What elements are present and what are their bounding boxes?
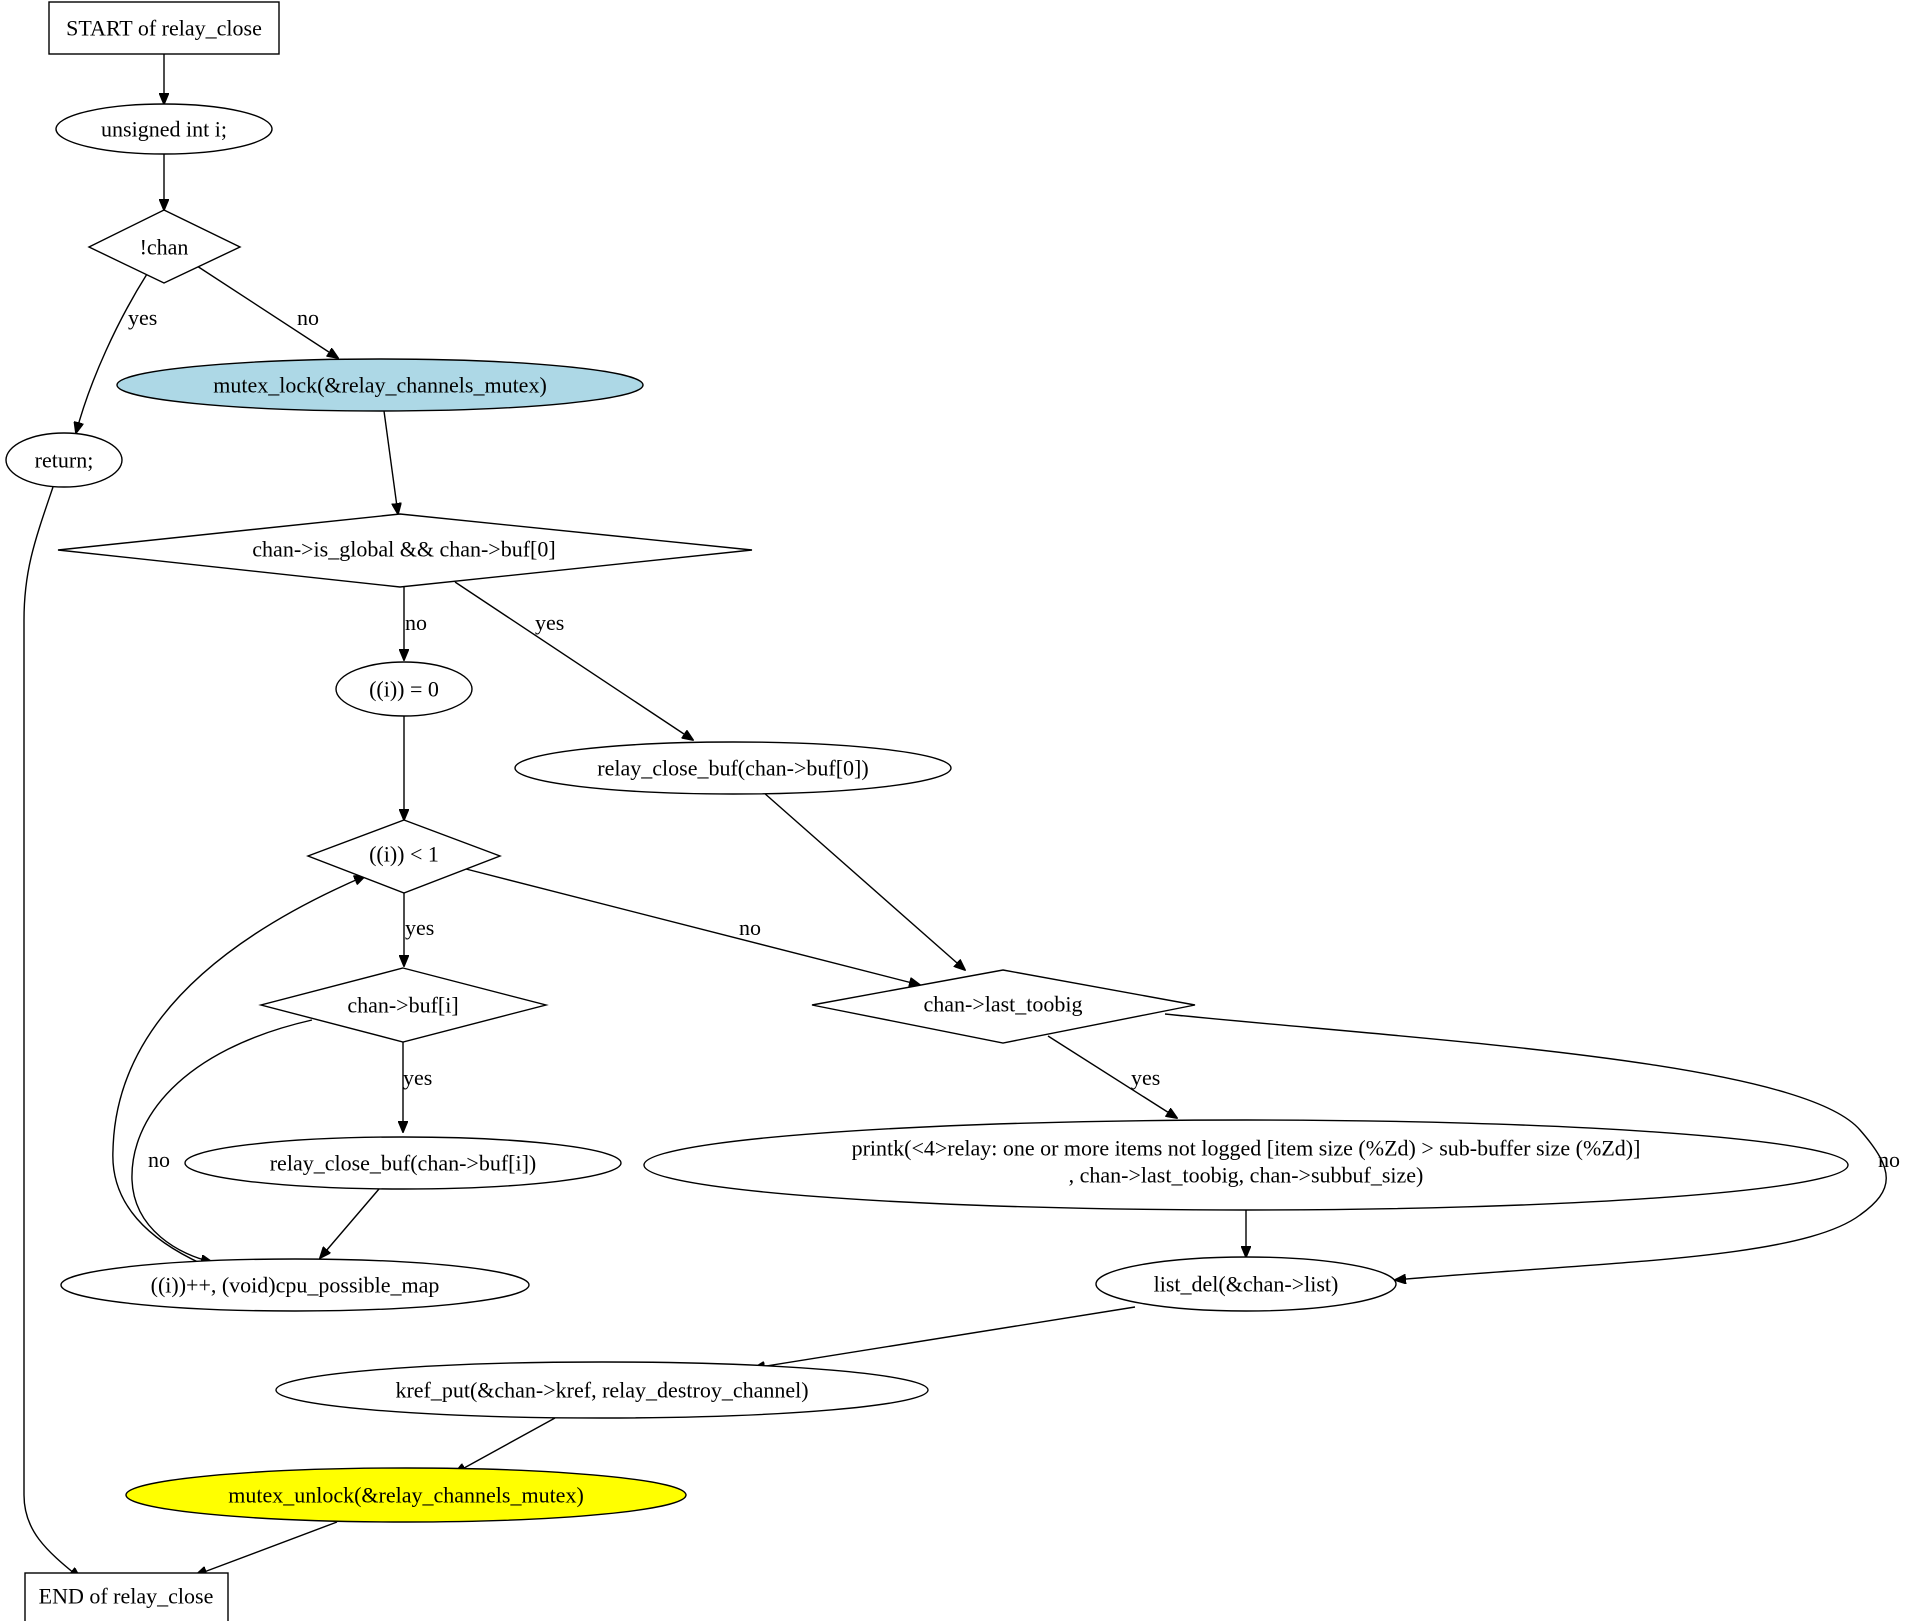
printk-node-label-line1: printk(<4>relay: one or more items not l… — [852, 1136, 1641, 1161]
edge-label-loop-yes: yes — [405, 915, 434, 940]
mutex-lock-shape — [116, 358, 644, 412]
edge-label-chan-no: no — [297, 305, 319, 330]
is-global-decision-label: chan->is_global && chan->buf[0] — [252, 537, 555, 562]
chan-null-decision-label: !chan — [140, 235, 189, 260]
edge-kref-to-unlock — [455, 1417, 556, 1473]
edge-lock-to-global — [383, 410, 398, 514]
relay-close-buf-i-node: relay_close_buf(chan->buf[i]) — [184, 1136, 622, 1190]
edge-closebufi-to-incr — [320, 1188, 380, 1258]
edge-closebuf0-to-toobig — [762, 791, 965, 970]
edge-loop-no-to-toobig — [465, 868, 920, 985]
edge-return-to-end — [23, 486, 80, 1578]
edge-global-yes-to-closebuf0 — [454, 581, 693, 740]
edge-bufi-no-to-incr — [131, 1019, 313, 1262]
nodes: START of relay_close unsigned int i; !ch… — [5, 1, 1849, 1621]
edge-label-toobig-yes: yes — [1131, 1065, 1160, 1090]
mutex-lock-node: mutex_lock(&relay_channels_mutex) — [116, 358, 644, 412]
edge-listdel-to-kref — [754, 1306, 1136, 1368]
list-del-node-label: list_del(&chan->list) — [1154, 1272, 1339, 1297]
mutex-unlock-node: mutex_unlock(&relay_channels_mutex) — [125, 1467, 687, 1523]
list-del-node: list_del(&chan->list) — [1095, 1256, 1397, 1312]
loop-condition-decision: ((i)) < 1 — [306, 819, 502, 894]
printk-node: printk(<4>relay: one or more items not l… — [643, 1119, 1849, 1211]
declaration-node-label: unsigned int i; — [101, 117, 227, 142]
buf-i-decision: chan->buf[i] — [258, 967, 549, 1043]
loop-condition-decision-label: ((i)) < 1 — [369, 842, 439, 867]
edge-incr-back-to-loop — [112, 876, 365, 1265]
return-node-label: return; — [35, 448, 94, 473]
kref-put-node: kref_put(&chan->kref, relay_destroy_chan… — [275, 1361, 929, 1419]
return-node: return; — [5, 432, 123, 488]
chan-null-decision: !chan — [87, 209, 242, 284]
kref-put-node-label: kref_put(&chan->kref, relay_destroy_chan… — [395, 1378, 808, 1403]
edge-label-global-yes: yes — [535, 610, 564, 635]
edge-chan-yes-to-return — [76, 273, 148, 433]
increment-node: ((i))++, (void)cpu_possible_map — [60, 1258, 530, 1312]
mutex-lock-node-label: mutex_lock(&relay_channels_mutex) — [213, 373, 547, 398]
declaration-node: unsigned int i; — [55, 103, 273, 155]
relay-close-buf0-node-label: relay_close_buf(chan->buf[0]) — [597, 756, 868, 781]
buf-i-decision-label: chan->buf[i] — [347, 993, 458, 1018]
edge-label-global-no: no — [405, 610, 427, 635]
is-global-decision: chan->is_global && chan->buf[0] — [57, 513, 753, 588]
edge-label-bufi-yes: yes — [403, 1065, 432, 1090]
last-toobig-decision: chan->last_toobig — [811, 969, 1196, 1044]
mutex-unlock-node-label: mutex_unlock(&relay_channels_mutex) — [228, 1483, 584, 1508]
start-node-label: START of relay_close — [66, 16, 262, 41]
last-toobig-decision-label: chan->last_toobig — [923, 992, 1082, 1017]
increment-node-label: ((i))++, (void)cpu_possible_map — [151, 1273, 440, 1298]
printk-node-label-line2: , chan->last_toobig, chan->subbuf_size) — [1069, 1163, 1424, 1188]
edge-label-toobig-no: no — [1878, 1147, 1900, 1172]
edge-label-loop-no: no — [739, 915, 761, 940]
relay-close-buf-i-node-label: relay_close_buf(chan->buf[i]) — [270, 1151, 537, 1176]
edge-label-chan-yes: yes — [128, 305, 157, 330]
edge-toobig-no-to-listdel — [1164, 1013, 1887, 1280]
edge-unlock-to-end — [196, 1521, 338, 1575]
end-node: END of relay_close — [24, 1572, 229, 1621]
init-i-node: ((i)) = 0 — [335, 661, 473, 717]
relay-close-buf0-node: relay_close_buf(chan->buf[0]) — [514, 741, 952, 795]
mutex-unlock-shape — [125, 1467, 687, 1523]
edges — [23, 54, 1887, 1578]
start-node: START of relay_close — [48, 1, 280, 55]
edge-toobig-yes-to-printk — [1047, 1035, 1177, 1118]
edge-chan-no-to-lock — [196, 265, 338, 358]
end-node-label: END of relay_close — [39, 1584, 214, 1609]
edge-labels: yes no no yes yes no yes no yes no — [128, 305, 1900, 1172]
edge-label-bufi-no: no — [148, 1147, 170, 1172]
init-i-node-label: ((i)) = 0 — [369, 677, 439, 702]
